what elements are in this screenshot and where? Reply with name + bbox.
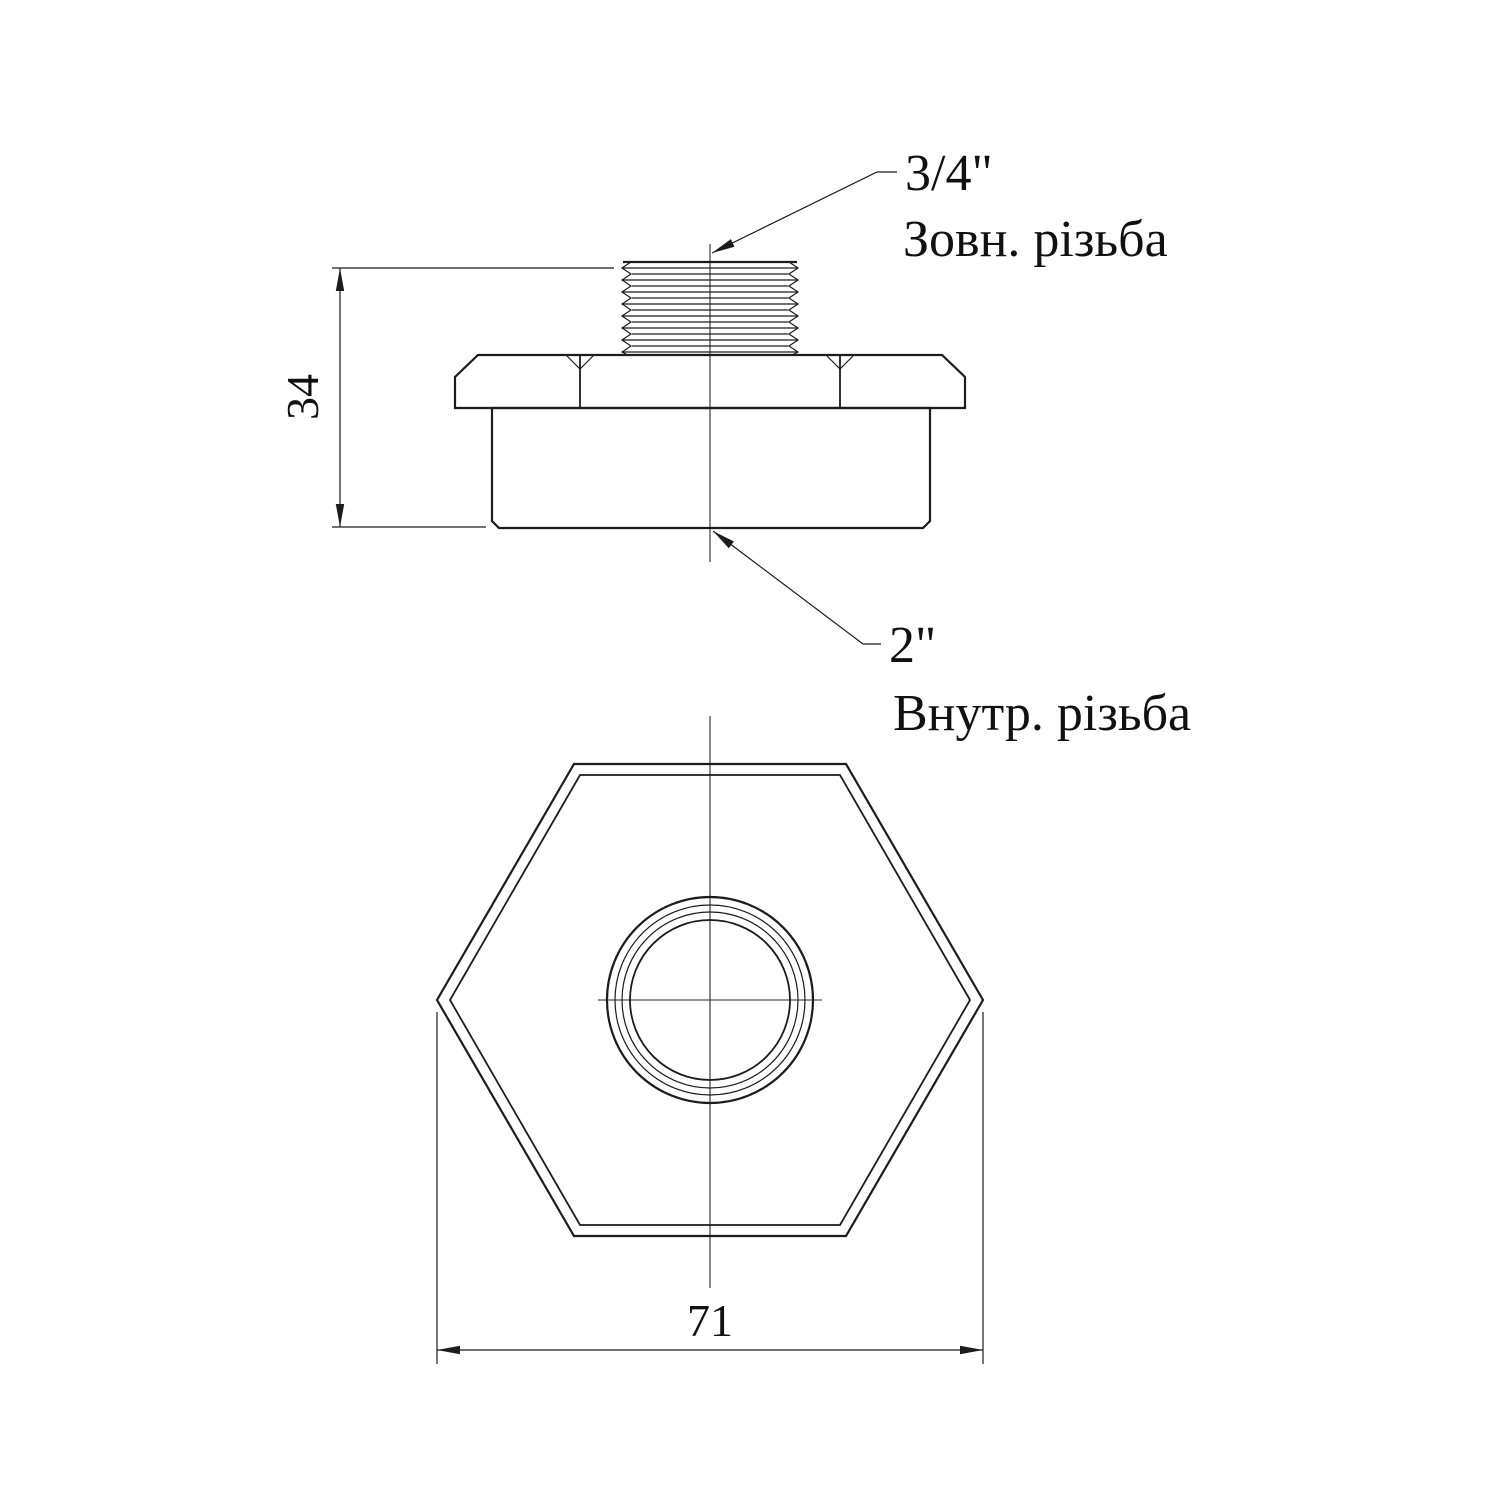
hex-chamfer-lines (565, 354, 855, 370)
dimension-height-34: 34 (277, 267, 614, 528)
body-cylinder-outline (490, 406, 932, 530)
leader-line-internal (712, 530, 881, 645)
arrowhead-down (335, 504, 345, 527)
bore-circle-3 (621, 911, 799, 1089)
leader-arrow-internal (713, 531, 734, 549)
external-thread-stem (620, 260, 800, 356)
bore-outer-circle (605, 895, 815, 1105)
dimension-width-text: 71 (687, 1295, 733, 1346)
thread-left-edge (620, 261, 633, 356)
arrowhead-left (437, 1345, 460, 1355)
arrowhead-right (960, 1345, 983, 1355)
leader-external-thread: 3/4" Зовн. різьба (711, 145, 1168, 268)
internal-thread-bore (605, 895, 815, 1105)
thread-right-edge (787, 261, 800, 356)
hexagon-chamfer-inner (448, 774, 972, 1226)
label-external-size: 3/4" (905, 145, 993, 202)
hex-flange-side (453, 353, 967, 410)
leader-internal-thread: 2" Внутр. різьба (712, 530, 1191, 742)
hexagon-outer (435, 762, 985, 1238)
dimension-height-text: 34 (277, 374, 328, 420)
bottom-view (435, 716, 985, 1288)
side-view (453, 244, 967, 562)
label-internal-thread-type: Внутр. різьба (893, 685, 1191, 742)
thread-crest-lines (623, 267, 797, 353)
arrowhead-up (335, 268, 345, 291)
label-external-thread-type: Зовн. різьба (903, 211, 1168, 268)
label-internal-size: 2" (889, 617, 936, 674)
hex-flange-outline (453, 353, 967, 410)
leader-arrow-external (712, 239, 735, 253)
dimension-width-71: 71 (436, 1012, 984, 1364)
bore-circle-2 (614, 904, 806, 1096)
thread-root-lines (632, 273, 788, 347)
leader-line-external (711, 171, 897, 254)
bore-inner-circle (629, 919, 791, 1081)
